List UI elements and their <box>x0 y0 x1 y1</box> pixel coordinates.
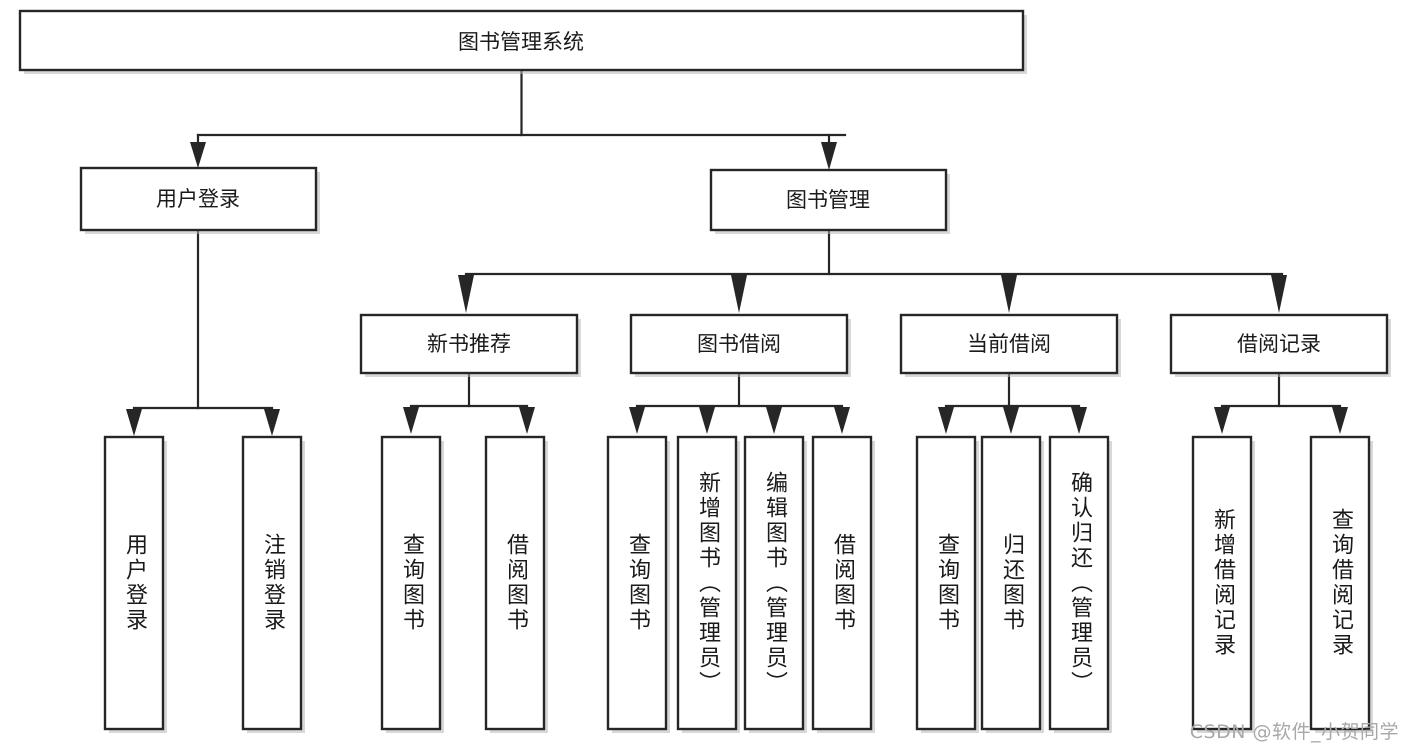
node-root-label: 图书管理系统 <box>458 30 584 54</box>
arrow-head-borrow-leaf4 <box>834 407 850 434</box>
arrow-head-newbook-leaf1 <box>403 407 419 434</box>
leaf-node-query-borrow-record[interactable] <box>1309 435 1373 733</box>
arrow-head-leaf-logout <box>264 409 280 436</box>
arrow-head-user-login <box>190 142 206 168</box>
arrow-head-borrow-leaf2 <box>699 407 715 434</box>
node-borrow-record-label: 借阅记录 <box>1237 332 1321 356</box>
arrow-head-current-borrow <box>1001 275 1017 313</box>
arrow-head-borrow-leaf3 <box>766 407 782 434</box>
leaf-node-query-book-2[interactable] <box>606 435 670 733</box>
arrow-head-newbook-leaf2 <box>519 407 535 434</box>
node-book-management[interactable]: 图书管理 <box>709 168 950 234</box>
node-book-management-box <box>709 168 948 232</box>
leaf-node-edit-book-admin[interactable] <box>743 435 807 733</box>
arrow-head-current-leaf2 <box>1003 407 1019 434</box>
node-current-borrow-box <box>899 313 1119 375</box>
leaf-node-query-book-3[interactable] <box>915 435 979 733</box>
node-current-borrow[interactable]: 当前借阅 <box>899 313 1121 377</box>
node-user-login-box <box>79 166 318 232</box>
node-current-borrow-label: 当前借阅 <box>967 332 1051 356</box>
node-new-book-recommend-label: 新书推荐 <box>427 332 511 356</box>
connector-layer <box>126 68 1348 436</box>
node-root-box <box>18 9 1025 72</box>
leaf-node-add-book-admin[interactable] <box>676 435 740 733</box>
node-new-book-recommend[interactable]: 新书推荐 <box>359 313 581 377</box>
arrow-head-record-leaf1 <box>1214 407 1230 434</box>
leaf-node-return-book[interactable] <box>980 435 1044 733</box>
arrow-head-new-book <box>458 275 474 313</box>
leaf-boxes <box>103 435 1373 733</box>
node-book-management-label: 图书管理 <box>786 188 870 212</box>
arrow-head-leaf-user-login <box>126 409 142 436</box>
leaf-node-borrow-book-2[interactable] <box>811 435 875 733</box>
csdn-watermark: CSDN @软件_小贺同学 <box>1189 721 1399 743</box>
node-root[interactable]: 图书管理系统 <box>18 9 1027 74</box>
node-borrow-record-box <box>1169 313 1389 375</box>
arrow-head-borrow-leaf1 <box>629 407 645 434</box>
arrow-head-record-leaf2 <box>1332 407 1348 434</box>
leaf-node-query-book-1[interactable] <box>380 435 444 733</box>
leaf-node-add-borrow-record[interactable] <box>1191 435 1255 733</box>
node-new-book-recommend-box <box>359 313 579 375</box>
leaf-node-borrow-book-1[interactable] <box>484 435 548 733</box>
node-book-borrow-label: 图书借阅 <box>697 332 781 356</box>
node-user-login-label: 用户登录 <box>156 187 240 211</box>
node-book-borrow[interactable]: 图书借阅 <box>629 313 851 377</box>
arrow-head-current-leaf1 <box>938 407 954 434</box>
leaf-node-confirm-return-admin[interactable] <box>1048 435 1112 733</box>
arrow-head-book-borrow <box>731 275 747 313</box>
arrow-head-borrow-record <box>1271 275 1287 313</box>
node-borrow-record[interactable]: 借阅记录 <box>1169 313 1391 377</box>
arrow-head-book-mgmt <box>821 142 837 170</box>
leaf-node-logout[interactable] <box>241 435 305 733</box>
arrow-head-current-leaf3 <box>1071 407 1087 434</box>
node-user-login[interactable]: 用户登录 <box>79 166 320 234</box>
leaf-node-user-login[interactable] <box>103 435 167 733</box>
node-book-borrow-box <box>629 313 849 375</box>
